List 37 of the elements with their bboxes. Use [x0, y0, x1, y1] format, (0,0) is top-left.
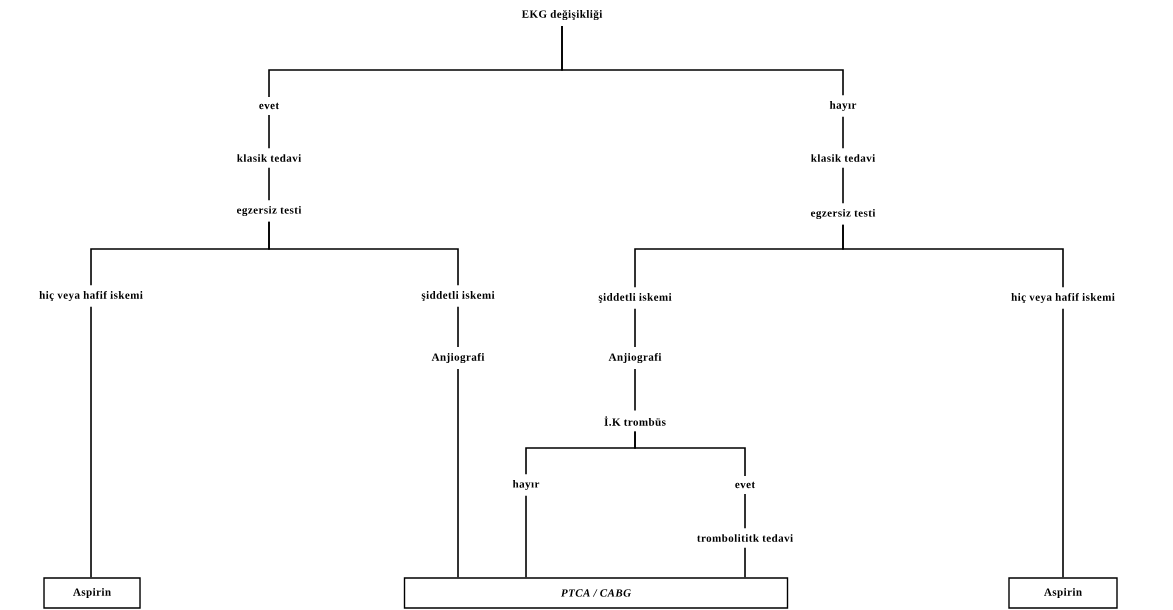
decision-label: trombolititk tedavi	[697, 534, 793, 542]
connector-line	[634, 307, 636, 348]
decision-label: İ.K trombüs	[604, 416, 666, 426]
connector-line	[634, 368, 636, 412]
connector-line	[457, 368, 459, 579]
decision-label: şiddetli iskemi	[421, 291, 495, 301]
decision-label: egzersiz testi	[236, 206, 302, 217]
decision-label: klasik tedavi	[811, 154, 876, 162]
connector-line	[842, 166, 844, 204]
decision-label: hayır	[829, 101, 857, 111]
connector-line	[561, 25, 844, 96]
connector-line	[744, 493, 746, 530]
connector-line	[842, 116, 844, 150]
decision-label: evet	[259, 102, 280, 110]
treatment-box: Aspirin	[1008, 577, 1118, 609]
connector-line	[634, 430, 746, 477]
connector-line	[1062, 308, 1064, 579]
connector-line	[268, 166, 270, 201]
treatment-box: Aspirin	[43, 577, 141, 609]
connector-line	[525, 495, 527, 579]
decision-label: şiddetli iskemi	[598, 293, 672, 303]
decision-label: hiç veya hafif iskemi	[1011, 292, 1115, 304]
connector-line	[268, 221, 459, 287]
decision-label: evet	[735, 481, 756, 489]
decision-label: Anjiografi	[431, 352, 485, 364]
decision-label: egzersiz testi	[810, 209, 876, 220]
connector-line	[90, 306, 92, 579]
connector-line	[457, 305, 459, 348]
decision-label: hayır	[512, 480, 540, 490]
decision-label: hiç veya hafif iskemi	[39, 290, 143, 302]
connector-line	[744, 546, 746, 579]
decision-label: EKG değişikliği	[521, 9, 603, 21]
decision-label: klasik tedavi	[237, 154, 302, 162]
connector-line	[842, 224, 1064, 288]
decision-label: Anjiografi	[608, 352, 662, 364]
treatment-box: PTCA / CABG	[403, 577, 789, 609]
connector-line	[268, 114, 270, 150]
